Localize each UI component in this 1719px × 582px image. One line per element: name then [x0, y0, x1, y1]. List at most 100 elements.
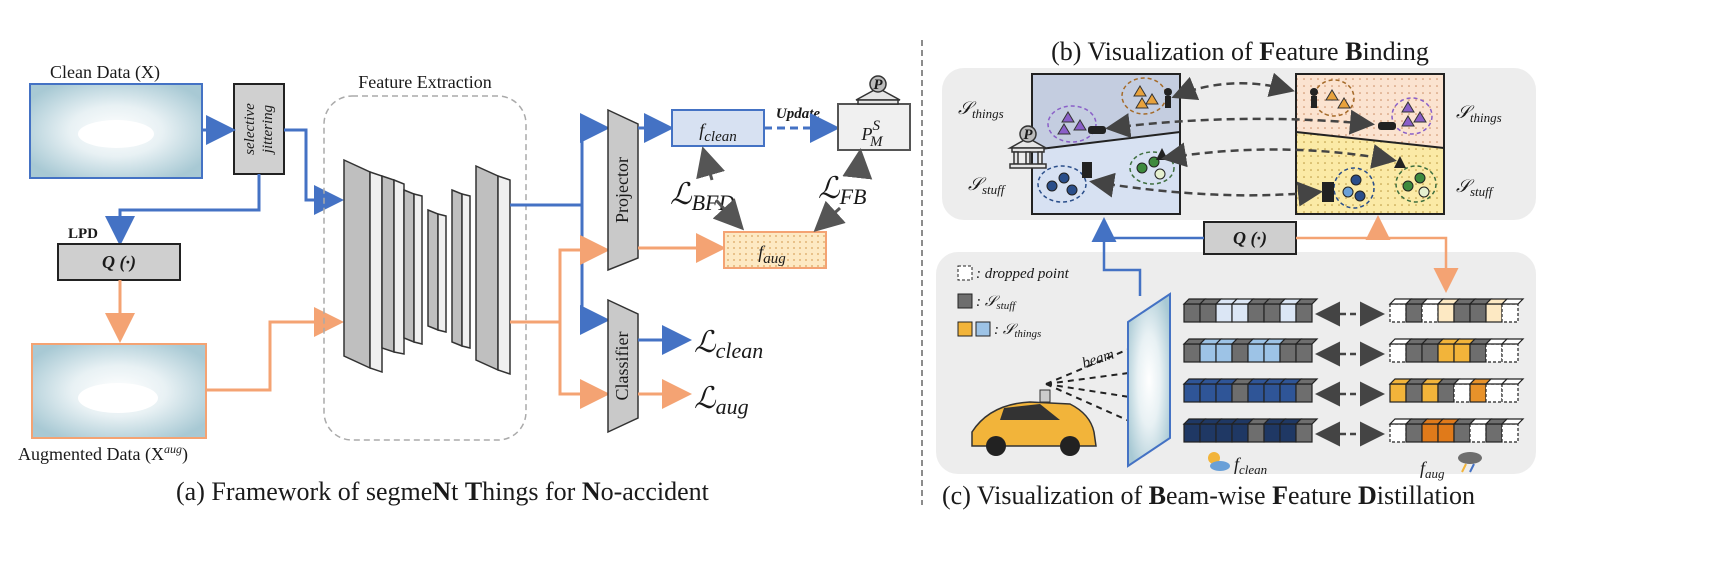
selective-jittering-text-2: jittering: [260, 104, 276, 155]
arrow-jitter-to-fe: [284, 128, 344, 215]
feature-extraction-box: [323, 95, 527, 441]
car-icon: [971, 389, 1097, 456]
beam-cell: [1389, 383, 1407, 403]
storm-cloud-icon: [1458, 452, 1482, 473]
beam-cell: [1199, 383, 1217, 403]
beam-cell: [1405, 423, 1423, 443]
beam-cell: [1295, 423, 1313, 443]
beam-cell: [1295, 383, 1313, 403]
beam-cell: [1247, 423, 1265, 443]
left-scene: [1031, 73, 1181, 215]
aug-data-label: Augmented Data (Xaug): [18, 442, 188, 465]
beam-cell: [1501, 343, 1519, 363]
legend-dropped-icon: [957, 265, 973, 281]
beam-cell: [1437, 303, 1455, 323]
beam-cell: [1501, 423, 1519, 443]
beam-cell: [1215, 423, 1233, 443]
loss-fb: ℒFB: [818, 172, 867, 209]
bank-icon-left: [1007, 125, 1049, 169]
beam-cell: [1295, 343, 1313, 363]
legend-things-text: : 𝒮things: [994, 322, 1041, 340]
beam-cell: [1263, 343, 1281, 363]
arrow-aug-to-fe: [206, 307, 344, 392]
beam-cell: [1231, 423, 1249, 443]
beam-cell: [1279, 303, 1297, 323]
beam-cell: [1469, 343, 1487, 363]
beam-lines: [1045, 345, 1137, 425]
beam-cell: [1421, 343, 1439, 363]
beam-cell: [1501, 383, 1519, 403]
beam-cell: [1437, 423, 1455, 443]
legend-stuff-icon: [957, 293, 973, 309]
loss-clean: ℒclean: [694, 326, 763, 363]
f-aug-label-c: faug: [1420, 458, 1445, 481]
beam-cell: [1247, 303, 1265, 323]
sun-cloud-icon: [1208, 452, 1230, 471]
beam-cell: [1453, 343, 1471, 363]
right-scene: [1295, 73, 1445, 215]
aug-data-hole: [78, 383, 158, 413]
beam-cell-top: [1294, 418, 1319, 425]
fe-layers: [343, 158, 511, 376]
beam-cell: [1295, 303, 1313, 323]
feature-extraction-label: Feature Extraction: [358, 72, 491, 92]
beam-cell: [1405, 343, 1423, 363]
caption-b: (b) Visualization of Feature Binding: [1051, 37, 1429, 66]
beam-cell: [1421, 383, 1439, 403]
distill-arrows: [1315, 301, 1385, 447]
beam-cell: [1183, 423, 1201, 443]
classifier-label: Classifier: [612, 332, 632, 401]
f-clean-label-c: fclean: [1234, 454, 1267, 477]
beam-cell: [1405, 383, 1423, 403]
beam-cell: [1405, 303, 1423, 323]
legend-things-icon-2: [975, 321, 991, 337]
lidar-scan-slab: [1127, 292, 1171, 468]
beam-cell: [1231, 303, 1249, 323]
f-clean-text: fclean: [699, 120, 737, 145]
beam-cell-top: [1500, 418, 1525, 425]
beam-cell: [1263, 303, 1281, 323]
arrow-bfd-to-faug: [712, 198, 745, 231]
legend-stuff-text: : 𝒮stuff: [976, 294, 1017, 312]
bank-left-p: P: [1023, 127, 1033, 143]
beam-cell: [1215, 343, 1233, 363]
beam-cell: [1247, 383, 1265, 403]
arrow-q-to-aug-beams: [1378, 236, 1459, 293]
beam-cell: [1279, 343, 1297, 363]
bank-icon: [855, 75, 901, 105]
beam-cell: [1485, 423, 1503, 443]
beam-cell-top: [1500, 338, 1525, 345]
beam-cell: [1215, 303, 1233, 323]
arrow-jitter-to-q: [105, 174, 261, 246]
selective-jittering-box: [233, 83, 285, 175]
beam-cell: [1263, 423, 1281, 443]
beam-cell: [1199, 343, 1217, 363]
beam-cell: [1215, 383, 1233, 403]
beam-cell: [1183, 303, 1201, 323]
beam-cell-top: [1294, 338, 1319, 345]
caption-a: (a) Framework of segmeNt Things for No-a…: [176, 477, 710, 506]
beam-cell: [1485, 383, 1503, 403]
beam-cell: [1183, 343, 1201, 363]
arrow-q-to-right-scene: [1296, 215, 1391, 240]
f-aug-text: faug: [758, 242, 786, 267]
arrow-to-classifier-orange: [558, 322, 610, 409]
beam-cell: [1469, 383, 1487, 403]
beam-cell: [1183, 383, 1201, 403]
arrow-bfd-to-fclean: [696, 146, 726, 181]
beam-cell: [1469, 303, 1487, 323]
clean-data-label: Clean Data (X): [50, 62, 160, 83]
arrow-q-to-left-scene: [1091, 217, 1204, 242]
loss-aug: ℒaug: [694, 382, 749, 419]
beam-cell: [1279, 383, 1297, 403]
caption-c: (c) Visualization of Beam-wise Feature D…: [942, 481, 1475, 510]
beam-cell: [1421, 423, 1439, 443]
clean-beam-strips: [1182, 298, 1319, 443]
beam-cell: [1199, 303, 1217, 323]
clean-data-hole: [78, 120, 154, 148]
arrow-fb-to-faug: [813, 200, 846, 233]
f-aug-box: [723, 231, 827, 269]
q-label-c: Q (·): [1233, 228, 1267, 249]
beam-cell: [1453, 383, 1471, 403]
